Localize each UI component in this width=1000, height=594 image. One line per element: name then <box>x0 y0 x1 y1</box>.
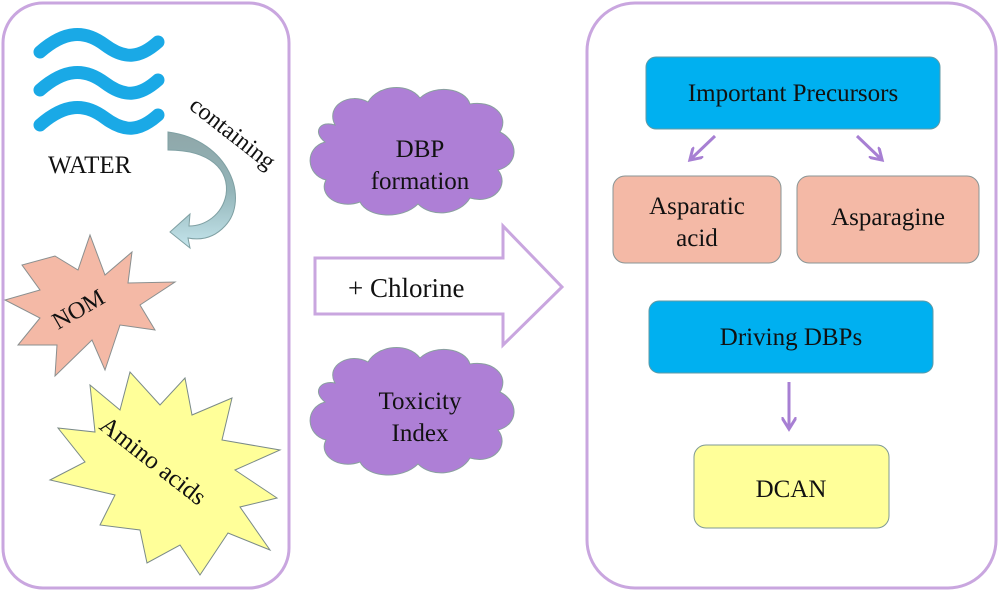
arrow-to-asparatic-icon <box>692 134 717 158</box>
asparatic-line2: acid <box>676 225 718 252</box>
arrow-to-asparagine-icon <box>855 134 880 158</box>
dcan-label: DCAN <box>756 476 827 503</box>
asparagine-box <box>796 175 980 264</box>
left-panel: WATER containing NOM Amino acids <box>1 1 291 590</box>
cloud-toxicity-line2: Index <box>392 420 449 447</box>
middle-section: DBP formation + Chlorine Toxicity Index <box>309 86 565 476</box>
nom-star-shape <box>3 233 177 378</box>
asparatic-line1: Asparatic <box>649 193 745 220</box>
driving-dbps-label: Driving DBPs <box>720 324 862 351</box>
important-precursors-label: Important Precursors <box>688 80 898 107</box>
water-label: WATER <box>48 152 132 179</box>
amino-acids-star-shape <box>48 370 282 576</box>
driving-dbps-box <box>648 300 934 374</box>
cloud-dbp-line2: formation <box>371 168 470 195</box>
asparatic-acid-box <box>612 175 782 264</box>
cloud-toxicity-index <box>309 346 515 476</box>
important-precursors-box <box>645 56 941 130</box>
curved-arrow-icon <box>167 131 236 250</box>
cloud-dbp-line1: DBP <box>396 136 445 163</box>
cloud-toxicity-line1: Toxicity <box>379 388 462 415</box>
dcan-box <box>693 444 890 529</box>
chlorine-label: + Chlorine <box>348 273 464 303</box>
right-panel: Important Precursors Asparatic acid Aspa… <box>585 1 998 590</box>
cloud-dbp-formation <box>309 86 515 216</box>
water-waves-icon <box>33 28 165 135</box>
asparagine-label: Asparagine <box>831 204 945 231</box>
chlorine-arrow-shape <box>313 222 565 349</box>
